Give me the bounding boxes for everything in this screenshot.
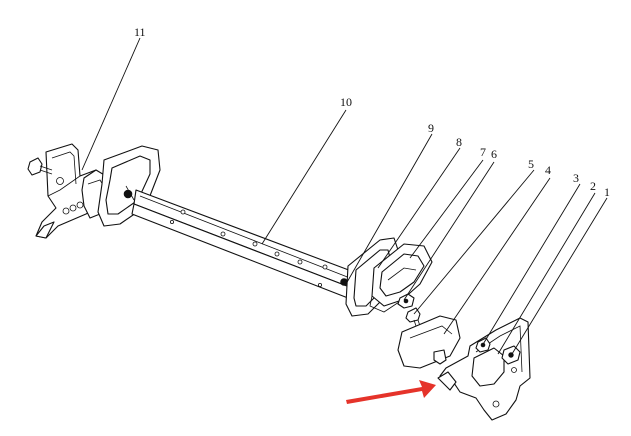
callout-labels: 1 2 3 4 5 6 7 8 9 10 11 <box>134 25 610 199</box>
right-mount-bracket <box>369 243 433 313</box>
leader-4 <box>443 177 551 335</box>
lower-rubber-mount <box>397 315 461 369</box>
leader-lines <box>81 37 608 355</box>
callout-8: 8 <box>456 135 462 149</box>
leader-7 <box>409 159 484 259</box>
left-bolt <box>27 157 53 176</box>
leader-10 <box>261 109 347 245</box>
left-cradle-frame <box>97 145 161 227</box>
right-mounting-bracket <box>437 317 531 421</box>
callout-9: 9 <box>428 121 434 135</box>
leader-6 <box>403 161 495 301</box>
leader-2 <box>497 192 596 355</box>
callout-4: 4 <box>545 163 551 177</box>
callout-2: 2 <box>590 179 596 193</box>
red-arrow-indicator <box>346 380 436 404</box>
leader-11 <box>81 37 141 171</box>
callout-10: 10 <box>340 95 352 109</box>
crossbeam-tube <box>131 189 355 299</box>
callout-5: 5 <box>528 157 534 171</box>
left-mounting-bracket <box>35 143 105 239</box>
callout-1: 1 <box>604 185 610 199</box>
leader-8 <box>377 147 461 269</box>
leader-3 <box>481 183 581 347</box>
callout-6: 6 <box>491 147 497 161</box>
callout-3: 3 <box>573 171 579 185</box>
leader-5 <box>413 169 535 315</box>
callout-11: 11 <box>134 25 146 39</box>
callout-7: 7 <box>480 145 486 159</box>
bracket-nut <box>501 345 521 365</box>
red-arrow <box>346 380 436 404</box>
leader-9 <box>345 133 433 285</box>
leader-1 <box>511 197 608 355</box>
